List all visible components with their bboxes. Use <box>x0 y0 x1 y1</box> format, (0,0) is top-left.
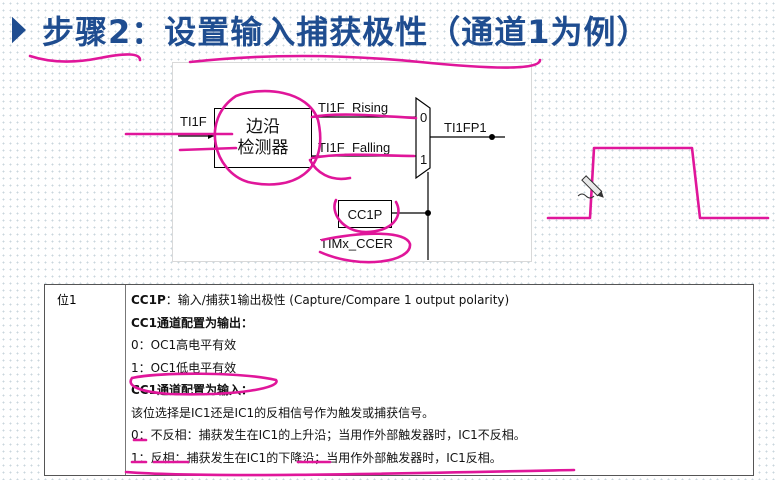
bit-label: 位1 <box>57 293 77 307</box>
row-bold: CC1P <box>131 293 166 307</box>
edge-detector-circle <box>213 89 322 186</box>
rising-label: TI1F_Rising <box>318 100 389 115</box>
register-label: TIMx_CCER <box>320 236 393 251</box>
table-row: CC1P：输入/捕获1输出极性 (Capture/Compare 1 outpu… <box>131 289 743 312</box>
waveform-sketch <box>546 146 770 220</box>
input-arrow-mark-2 <box>178 146 238 152</box>
cc1p-circle <box>333 198 400 234</box>
multiplexer <box>415 96 431 180</box>
cc1p-box: CC1P <box>338 200 392 228</box>
register-circle <box>318 232 412 264</box>
select-junction-dot <box>425 210 431 216</box>
table-row: 1：反相：捕获发生在IC1的下降沿；当用作外部触发器时，IC1反相。 <box>131 447 743 470</box>
title-underline-1 <box>28 53 142 63</box>
falling-mark <box>308 158 352 181</box>
mux-input-0: 0 <box>420 110 428 125</box>
row-text: 该位选择是IC1还是IC1的反相信号作为触发或捕获信号。 <box>131 405 435 420</box>
falling-label: TI1F_Falling <box>318 140 391 155</box>
table-row: 该位选择是IC1还是IC1的反相信号作为触发或捕获信号。 <box>131 402 743 425</box>
row-text: 0：不反相：捕获发生在IC1的上升沿；当用作外部触发器时，IC1不反相。 <box>131 428 526 442</box>
diamond-bullet-icon <box>12 16 40 44</box>
falling-highlight <box>310 153 416 160</box>
mux-input-1: 1 <box>420 152 428 167</box>
output-label: TI1FP1 <box>444 120 487 135</box>
table-row: 0：不反相：捕获发生在IC1的上升沿；当用作外部触发器时，IC1不反相。 <box>131 424 743 447</box>
row-text: 1：OC1低电平有效 <box>131 360 237 375</box>
rising-highlight <box>310 113 418 120</box>
table-row: 0：OC1高电平有效 <box>131 334 743 357</box>
register-table: 位1 CC1P：输入/捕获1输出极性 (Capture/Compare 1 ou… <box>44 284 754 476</box>
bottom-line <box>124 468 576 477</box>
input-label: TI1F <box>180 114 207 129</box>
input-config-circle <box>129 372 278 396</box>
junction-dot <box>489 134 495 140</box>
row-text: 0：OC1高电平有效 <box>131 338 237 352</box>
table-row: CC1通道配置为输出： <box>131 312 743 335</box>
table-row: 1：OC1低电平有效 <box>131 357 743 380</box>
edge-detector-line2: 检测器 <box>237 138 289 158</box>
edge-detector-line1: 边沿 <box>246 117 280 137</box>
edge-detector-box: 边沿 检测器 <box>214 108 312 168</box>
cc1p-label: CC1P <box>347 206 383 222</box>
row-bold: CC1通道配置为输出： <box>131 315 253 330</box>
row-text: ：输入/捕获1输出极性 (Capture/Compare 1 output po… <box>165 293 510 307</box>
description-column: CC1P：输入/捕获1输出极性 (Capture/Compare 1 outpu… <box>131 289 743 469</box>
bit-column: 位1 <box>45 285 126 475</box>
row-text: 1：反相：捕获发生在IC1的下降沿；当用作外部触发器时，IC1反相。 <box>131 450 502 465</box>
title-text: 步骤2：设置输入捕获极性（通道1为例） <box>42 13 650 51</box>
title-underline-2 <box>188 54 542 69</box>
slide-title: 步骤2：设置输入捕获极性（通道1为例） <box>6 8 650 52</box>
